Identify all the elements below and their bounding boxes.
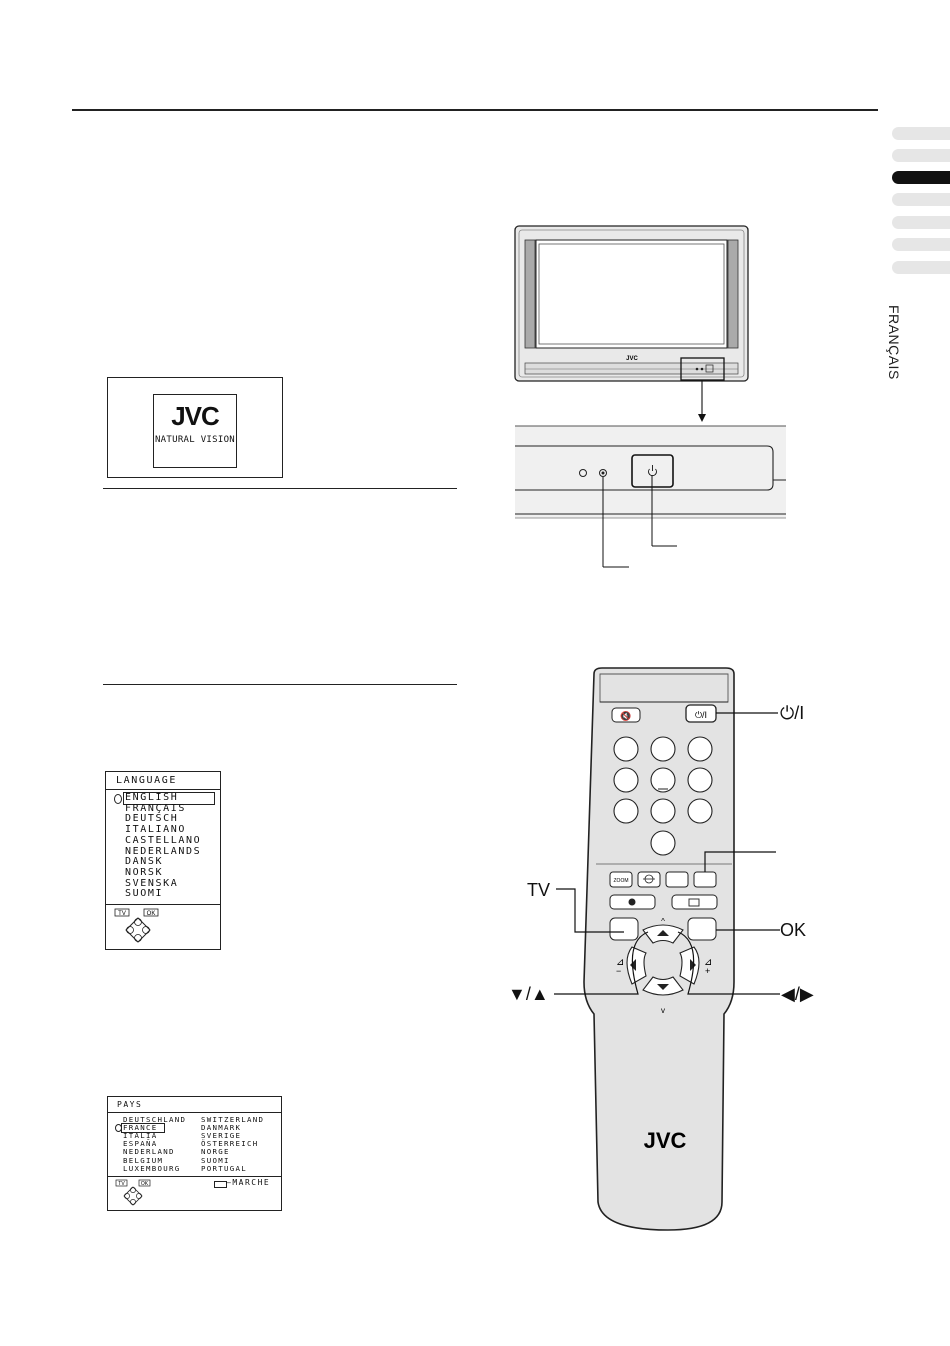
remote-brand: JVC	[644, 1128, 687, 1153]
svg-text:^: ^	[661, 917, 665, 926]
side-tab	[892, 216, 950, 229]
language-item[interactable]: ITALIANO	[125, 824, 186, 836]
start-key-icon	[214, 1181, 227, 1188]
start-label-text: MARCHE	[232, 1178, 271, 1187]
country-item[interactable]: SWITZERLAND	[201, 1115, 265, 1124]
language-item[interactable]: CASTELLANO	[125, 834, 202, 846]
function-keys	[609, 871, 717, 888]
remote-illustration: 🔇 ⏻/I ZOOM ⊿ − ⊿ + ^ v JVC	[554, 667, 780, 1231]
up-down-callout: ▼/▲	[508, 984, 549, 1004]
country-item[interactable]: ESPAÑA	[123, 1139, 158, 1149]
svg-text:−: −	[616, 966, 621, 976]
jvc-logo: JVC	[171, 401, 220, 431]
svg-text:v: v	[661, 1006, 665, 1015]
language-item[interactable]: FRANÇAIS	[125, 802, 186, 814]
selection-frame	[123, 792, 215, 805]
side-language-label: FRANÇAIS	[886, 305, 902, 380]
start-label: —MARCHE	[226, 1178, 271, 1187]
tv-brand: JVC	[626, 356, 638, 362]
svg-text:⊿: ⊿	[616, 957, 624, 968]
country-menu-title: PAYS	[117, 1100, 143, 1109]
nav-tv-label: TV	[118, 911, 126, 917]
nav-keys-icon: TV OK	[115, 1179, 151, 1206]
nav-ok-label: OK	[147, 911, 156, 917]
section-rule	[103, 684, 457, 685]
country-item[interactable]: BELGIUM	[123, 1155, 164, 1165]
menu-divider	[106, 789, 220, 790]
side-tab	[892, 127, 950, 140]
tv-callout: TV	[527, 880, 551, 900]
country-item[interactable]: FRANCE	[123, 1123, 158, 1133]
language-item[interactable]: SVENSKA	[125, 877, 179, 889]
remote-power-button: ⏻/I	[685, 704, 717, 723]
svg-text:+: +	[705, 966, 710, 976]
svg-text:🔇: 🔇	[620, 710, 631, 721]
header-rule	[72, 109, 878, 111]
number-pad	[613, 736, 713, 856]
country-item[interactable]: NEDERLAND	[123, 1147, 175, 1157]
svg-text:⊿: ⊿	[704, 957, 712, 968]
menu-divider	[108, 1112, 281, 1113]
country-item[interactable]: DANMARK	[201, 1123, 242, 1133]
selection-frame	[121, 1123, 165, 1133]
splash-screen: JVC NATURAL VISION	[107, 377, 283, 478]
side-tab	[892, 238, 950, 251]
country-item[interactable]: DEUTSCHLAND	[123, 1115, 187, 1124]
menu-divider	[106, 904, 220, 905]
side-tab	[892, 193, 950, 206]
nav-keys-icon: TV OK	[114, 908, 159, 943]
nav-tv-label: TV	[118, 1181, 125, 1187]
country-item[interactable]: SUOMI	[201, 1155, 230, 1165]
callout-lines	[554, 712, 780, 995]
side-tab	[892, 149, 950, 162]
menu-divider	[108, 1176, 281, 1177]
language-item[interactable]: SUOMI	[125, 888, 164, 900]
nav-ok-label: OK	[141, 1181, 149, 1187]
left-right-callout: ◀/▶	[781, 984, 814, 1004]
selection-bullet	[114, 794, 122, 804]
section-rule	[103, 488, 457, 489]
country-item[interactable]: NORGE	[201, 1147, 230, 1157]
zoom-label: ZOOM	[614, 878, 629, 884]
country-item[interactable]: PORTUGAL	[201, 1163, 247, 1173]
country-item[interactable]: LUXEMBOURG	[123, 1163, 181, 1173]
mute-button: 🔇	[611, 707, 641, 723]
language-item[interactable]: DEUTSCH	[125, 813, 179, 825]
ok-callout: OK	[780, 920, 807, 940]
splash-logo-box: JVC NATURAL VISION	[153, 394, 237, 468]
country-item[interactable]: SVERIGE	[201, 1131, 242, 1141]
country-item[interactable]: ITALIA	[123, 1131, 158, 1141]
language-item[interactable]: ENGLISH	[125, 792, 179, 803]
tv-illustration: JVC	[514, 225, 786, 568]
language-item[interactable]: NORSK	[125, 866, 164, 878]
power-callout: ⏻/I	[780, 703, 805, 723]
country-item[interactable]: ÖSTERREICH	[201, 1139, 259, 1149]
language-menu-title: LANGUAGE	[116, 775, 177, 786]
side-tab-active	[892, 171, 950, 184]
language-item[interactable]: NEDERLANDS	[125, 845, 202, 857]
side-tab	[892, 261, 950, 274]
splash-caption: NATURAL VISION	[154, 435, 236, 445]
svg-text:⏻/I: ⏻/I	[695, 710, 707, 720]
language-item[interactable]: DANSK	[125, 856, 164, 868]
